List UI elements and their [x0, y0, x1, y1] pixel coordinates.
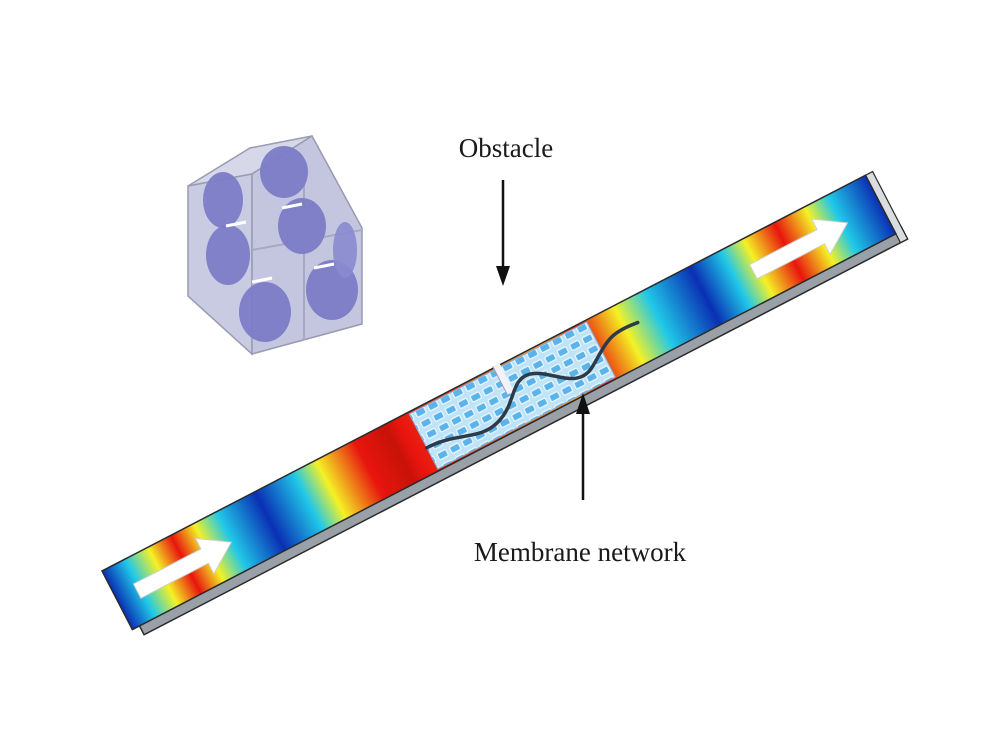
- membrane-slit: [313, 262, 335, 270]
- membrane-slit: [225, 220, 247, 228]
- obstacle: [493, 362, 514, 395]
- cube-disc: [333, 222, 357, 278]
- membrane-pointer-head: [576, 393, 590, 414]
- cube-disc: [206, 225, 250, 285]
- obstacle-label: Obstacle: [459, 133, 553, 163]
- obstacle-edge: [492, 366, 508, 395]
- cube-disc: [203, 172, 243, 228]
- flow-direction-arrow-icon: [748, 218, 849, 280]
- ray-path: [424, 320, 640, 450]
- inlet-arrow: [132, 537, 233, 599]
- unit-cell-cube-icon: [187, 134, 363, 356]
- cube-disc: [239, 282, 291, 342]
- flow-direction-arrow-icon: [132, 537, 233, 599]
- cube-disc: [260, 146, 308, 198]
- outlet-arrow: [748, 218, 849, 280]
- membrane-slit: [251, 276, 273, 284]
- membrane-network-label: Membrane network: [474, 537, 687, 567]
- waveguide-bar: [100, 170, 909, 636]
- membrane-slit: [281, 202, 303, 210]
- obstacle-pointer-head: [496, 266, 510, 286]
- cube-disc: [278, 198, 326, 254]
